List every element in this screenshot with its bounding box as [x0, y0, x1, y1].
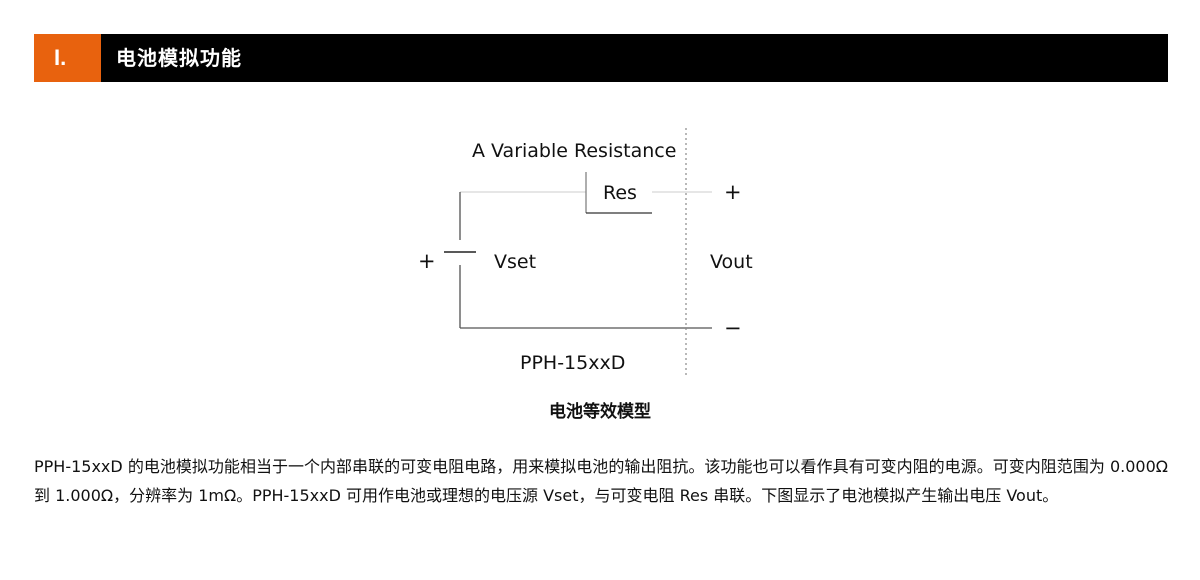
device-label: PPH-15xxD: [520, 352, 625, 374]
variable-resistance-label: A Variable Resistance: [472, 140, 676, 162]
section-header: I. 电池模拟功能: [34, 34, 1168, 82]
section-number: I.: [34, 34, 101, 82]
diagram-caption: 电池等效模型: [549, 402, 651, 422]
section-title: 电池模拟功能: [116, 46, 242, 70]
minus-right-label: −: [724, 316, 742, 340]
body-paragraph: PPH-15xxD 的电池模拟功能相当于一个内部串联的可变电阻电路，用来模拟电池…: [34, 457, 1168, 505]
battery-equivalent-diagram: A Variable Resistance Res Vset Vout + + …: [418, 128, 753, 376]
res-label: Res: [603, 182, 637, 204]
plus-left-label: +: [418, 249, 436, 273]
vset-label: Vset: [494, 251, 536, 273]
resistor-box: [586, 172, 652, 213]
vout-label: Vout: [710, 251, 753, 273]
plus-right-label: +: [724, 180, 742, 204]
